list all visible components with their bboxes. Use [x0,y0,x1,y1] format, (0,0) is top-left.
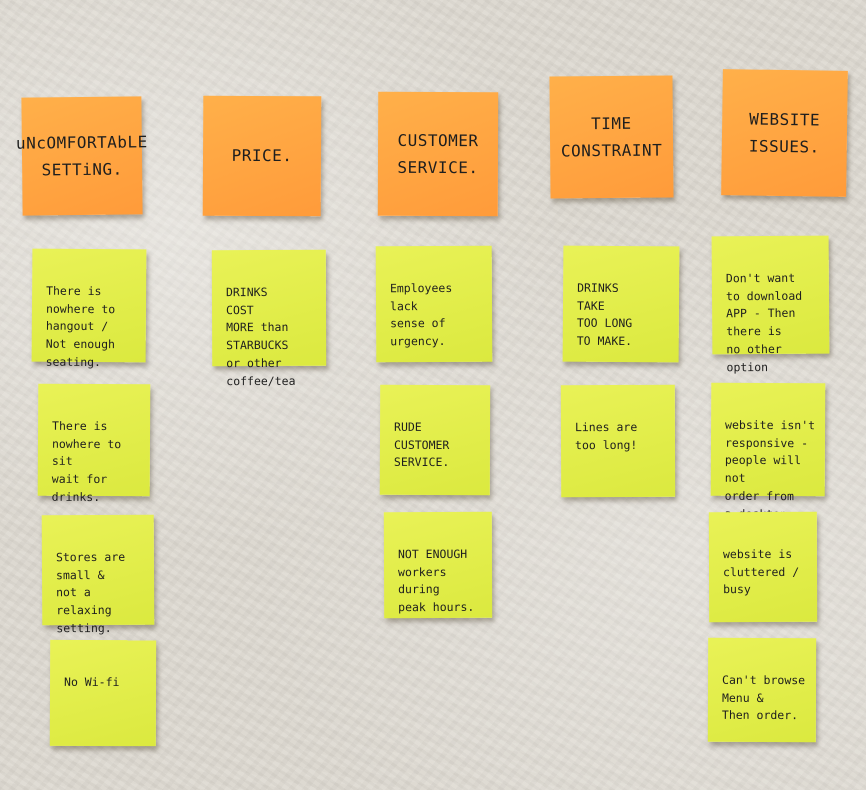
sticky-note: Don't want to download APP - Then there … [711,235,830,374]
category-header-label: WEBSITE ISSUES. [748,109,821,157]
category-header-customer-service: CUSTOMER SERVICE. [377,91,499,217]
sticky-note: Employees lack sense of urgency. [375,245,493,363]
category-header-label: PRICE. [231,146,293,166]
sticky-note-text: NOT ENOUGH workers during peak hours. [397,546,475,615]
sticky-note: website is cluttered / busy [708,511,818,623]
category-header-label: CUSTOMER SERVICE. [397,130,479,178]
sticky-note: NOT ENOUGH workers during peak hours. [383,511,493,619]
sticky-note: Lines are too long! [560,384,676,498]
sticky-note: DRINKS TAKE TOO LONG TO MAKE. [562,245,680,363]
category-header-price: PRICE. [202,95,322,217]
sticky-note-text: Can't browse Menu & Then order. [721,672,806,723]
sticky-note-text: Lines are too long! [574,419,638,452]
category-header-label: uNcOMFORTAbLE SETTiNG. [15,132,148,180]
category-header-label: TIME CONSTRAINT [560,113,663,161]
sticky-note: Stores are small & not a relaxing settin… [41,514,155,635]
sticky-note-text: DRINKS COST MORE than STARBUCKS or other… [225,284,296,389]
sticky-note: RUDE CUSTOMER SERVICE. [379,384,491,496]
sticky-note-text: Employees lack sense of urgency. [389,280,453,349]
sticky-note-text: Don't want to download APP - Then there … [725,270,803,375]
sticky-note: There is nowhere to hangout / Not enough… [31,248,147,369]
sticky-note: Can't browse Menu & Then order. [707,637,817,743]
sticky-note: There is nowhere to sit wait for drinks. [37,383,151,504]
sticky-note-text: There is nowhere to hangout / Not enough… [45,283,116,370]
sticky-note-text: DRINKS TAKE TOO LONG TO MAKE. [576,280,633,349]
sticky-note-text: Stores are small & not a relaxing settin… [55,549,126,636]
sticky-note-text: No Wi-fi [64,674,120,689]
category-header-uncomfortable-setting: uNcOMFORTAbLE SETTiNG. [16,96,148,216]
sticky-note-text: RUDE CUSTOMER SERVICE. [393,419,450,470]
sticky-note: website isn't responsive - people will n… [710,382,826,539]
category-header-website-issues: WEBSITE ISSUES. [721,69,848,197]
sticky-note-text: There is nowhere to sit wait for drinks. [51,418,122,505]
sticky-note: No Wi-fi [49,639,157,747]
sticky-note-text: website is cluttered / busy [722,546,800,597]
category-header-time-constraint: TIME CONSTRAINT [549,75,674,199]
sticky-note: DRINKS COST MORE than STARBUCKS or other… [211,249,327,388]
